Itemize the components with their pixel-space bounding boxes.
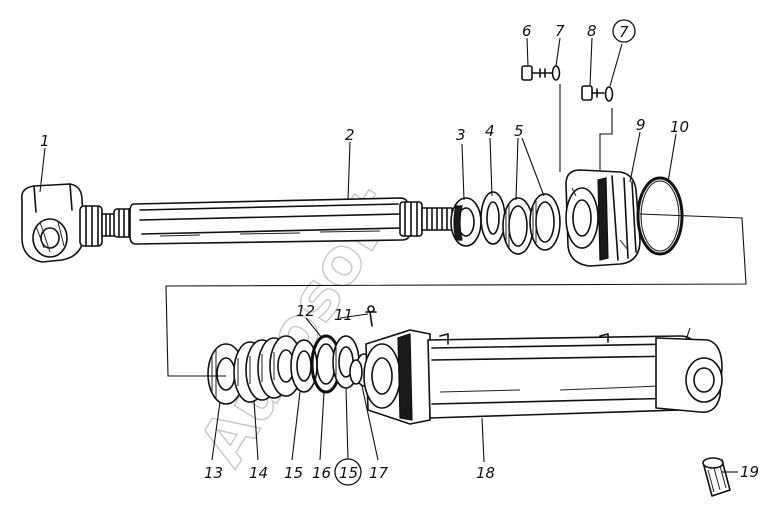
callout-2: 2 [345,126,355,144]
part-11-grease-fitting [365,305,377,327]
part-6-bolt [521,65,553,81]
part-1-rod-clevis [20,183,117,263]
callout-16: 16 [312,464,331,482]
part-7-washer [551,65,561,81]
part-5-piston-rings [502,193,561,255]
part-8-bolt [581,85,614,102]
callout-7: 7 [555,22,565,40]
assembly-axis-lines [165,84,747,377]
callout-1: 1 [40,132,50,150]
callout-15-circled: 15 [334,458,362,486]
callout-13: 13 [204,464,223,482]
callout-12: 12 [296,302,315,320]
callout-11: 11 [334,306,353,324]
callouts: 1 2 3 4 5 6 7 8 7 9 10 11 12 13 14 15 16… [40,19,759,486]
callout-7-circled: 7 [612,19,636,43]
callout-5: 5 [514,122,524,140]
part-2-piston-rod [113,197,453,245]
part-10-o-ring [636,176,684,256]
callout-17: 17 [369,464,389,482]
callout-4: 4 [485,122,495,140]
callout-6: 6 [522,22,532,40]
callout-18: 18 [476,464,495,482]
callout-3: 3 [456,126,466,144]
part-9-cylinder-head [565,169,641,267]
part-19-bushing [702,457,731,497]
part-4-washer [480,191,506,245]
svg-text:15: 15 [339,464,358,482]
callout-leaders [39,37,738,473]
callout-19: 19 [740,463,759,481]
callout-14: 14 [249,464,268,482]
callout-9: 9 [636,116,646,134]
part-3-nut [450,197,482,247]
callout-8: 8 [587,22,597,40]
callout-15: 15 [284,464,303,482]
callout-10: 10 [670,118,689,136]
svg-text:7: 7 [619,23,629,41]
part-14-packing-set [233,335,303,403]
part-18-cylinder-barrel [363,329,723,425]
